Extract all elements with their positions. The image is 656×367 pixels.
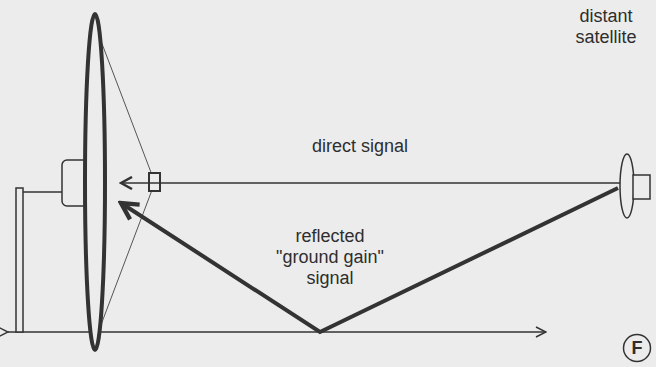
satellite-body [633, 175, 650, 199]
dish-reflector [85, 14, 105, 350]
satellite-label: distant satellite [562, 6, 650, 48]
satellite-dish [620, 154, 634, 218]
figure-letter-circle: F [622, 333, 652, 363]
reflected-signal-line [121, 188, 618, 332]
figure-letter: F [632, 338, 643, 359]
stand-post [16, 188, 23, 332]
circle-outline [624, 335, 651, 362]
stand-arm [23, 191, 64, 193]
signal-label: direct signal [310, 136, 410, 157]
signal-label: reflected "ground gain" signal [272, 226, 388, 289]
feed-horn [149, 173, 160, 191]
direct-signal-line [121, 182, 620, 184]
